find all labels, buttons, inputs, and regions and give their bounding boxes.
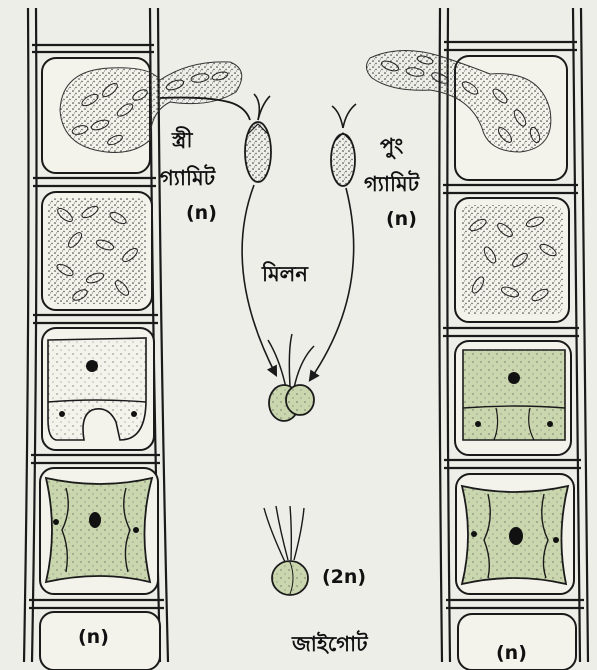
zygote	[264, 506, 308, 595]
fusing-gametes	[268, 334, 314, 421]
arrow-male-to-fusion	[310, 188, 354, 380]
zygote-ploidy-label: (2n)	[322, 566, 366, 588]
left-protoplast-migrating	[60, 62, 250, 153]
female-ploidy-label: (n)	[186, 202, 217, 224]
male-gamete-label-line1: পুং	[380, 130, 403, 165]
male-gamete-label-line2: গ্যামিট	[364, 168, 419, 203]
right-gametangium	[463, 350, 565, 440]
female-gamete-label-line2: গ্যামিট	[160, 162, 215, 197]
left-filament-ploidy-label: (n)	[78, 626, 109, 648]
fusion-label: মিলন	[262, 258, 308, 293]
left-zygote-cell	[46, 478, 152, 582]
zygote-label: জাইগোট	[292, 628, 368, 663]
female-gamete	[245, 94, 271, 182]
male-gamete	[331, 104, 356, 186]
male-ploidy-label: (n)	[386, 208, 417, 230]
right-protoplast-dense	[461, 205, 563, 315]
right-filament-ploidy-label: (n)	[496, 642, 527, 664]
female-gamete-label-line1: স্ত্রী	[172, 124, 192, 159]
left-protoplast-dense	[48, 198, 146, 304]
right-zygote-cell	[462, 486, 568, 584]
